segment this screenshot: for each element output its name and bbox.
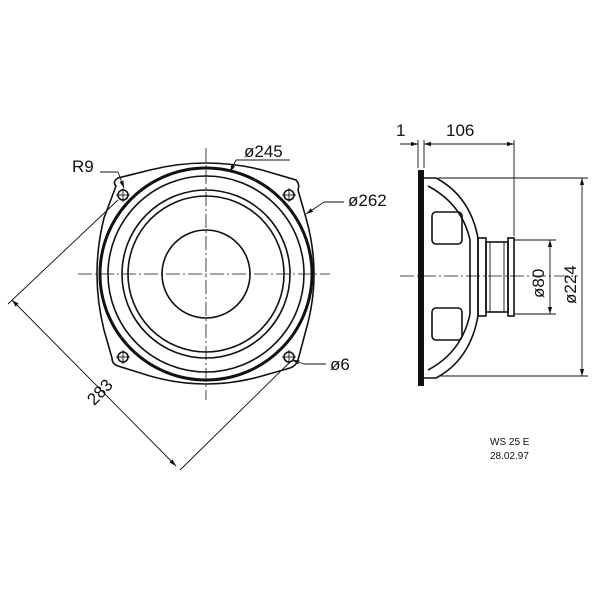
depth-label: 106: [446, 121, 474, 140]
basket-window-bottom: [431, 307, 463, 341]
side-view: 1 106 ø80 ø224: [396, 121, 588, 386]
magnet: [485, 241, 509, 313]
basket-outer-ring: [98, 166, 314, 382]
hole-diameter-label: ø6: [330, 355, 350, 374]
date-label: 28.02.97: [490, 451, 529, 462]
basket-diameter-label: ø262: [348, 191, 387, 210]
cone-diameter-label: ø245: [244, 142, 283, 161]
flange-thickness-label: 1: [396, 121, 405, 140]
cone-circle: [127, 195, 285, 353]
front-flange: [418, 170, 424, 386]
title-block: WS 25 E 28.02.97: [490, 437, 530, 462]
surround-inner-circle: [121, 189, 291, 359]
front-view: 283 R9 ø245 ø262 ø6: [7, 142, 387, 471]
diagonal-span-label: 283: [83, 375, 116, 409]
model-label: WS 25 E: [490, 437, 530, 448]
magnet-diameter-label: ø80: [529, 269, 548, 298]
corner-radius-label: R9: [72, 157, 94, 176]
basket-window-top: [431, 211, 463, 245]
surround-outer-circle: [107, 175, 305, 373]
diagonal-dimension: [7, 199, 291, 471]
back-plate: [507, 237, 515, 317]
magnet-plate: [477, 237, 487, 317]
mounting-diameter-label: ø224: [561, 265, 580, 304]
dust-cap-circle: [161, 229, 251, 319]
